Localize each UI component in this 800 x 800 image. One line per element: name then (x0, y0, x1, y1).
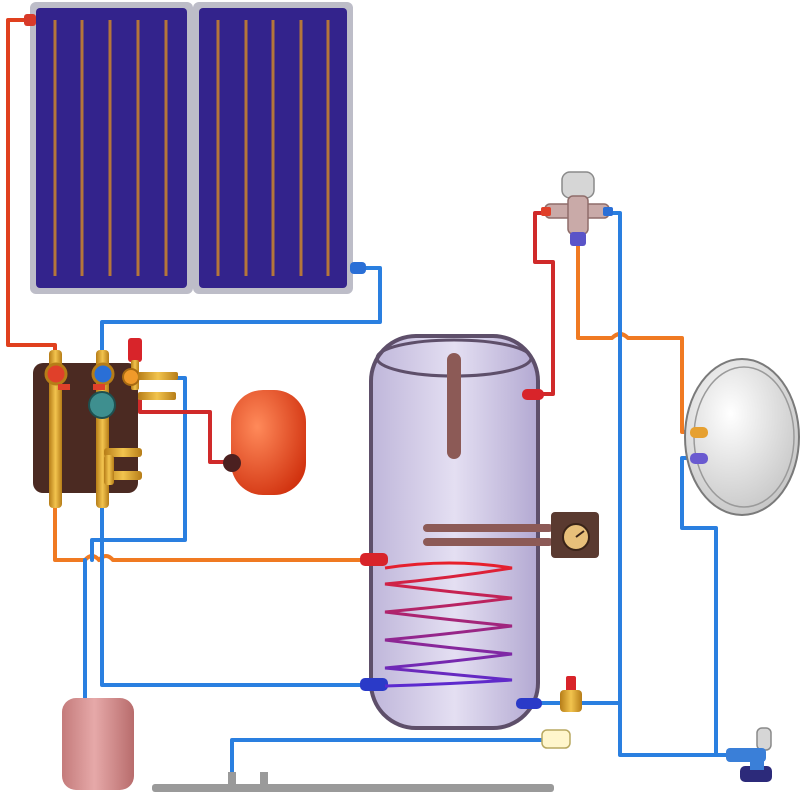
pump-station (33, 350, 142, 508)
electric-heater-element (423, 512, 599, 558)
tank-cold-inlet-fitting (516, 698, 542, 709)
tank-hot-outlet-pipe (533, 211, 555, 396)
collector-hot-fitting (24, 14, 36, 26)
collector-return-pipe (100, 266, 382, 367)
solar-collector-left (30, 2, 193, 294)
collector-cold-fitting (350, 262, 366, 274)
safety-group (541, 676, 582, 749)
boiler-cold-fitting (690, 453, 708, 464)
coil-flow-pipe (53, 498, 367, 562)
heat-exchanger-coil (384, 561, 513, 688)
solar-collector-right (193, 2, 353, 294)
coil-return-pipe (100, 498, 367, 687)
expansion-vessel (223, 390, 306, 495)
safety-drain-pipe (230, 738, 547, 787)
thermostatic-mixing-valve (541, 171, 613, 246)
cold-water-inlet-valve (726, 727, 772, 782)
hot-draw-tube (447, 353, 461, 459)
hot-thermometer-icon (44, 362, 68, 386)
expansion-line-pipe (90, 376, 187, 562)
drain-vessel (62, 698, 134, 790)
absorber-fins-left (53, 20, 168, 276)
cold-thermometer-icon (91, 362, 115, 386)
pressure-gauge-icon (122, 368, 140, 386)
wall-boiler (684, 358, 800, 516)
coil-inlet-fitting (360, 553, 388, 566)
mixed-water-pipe (576, 243, 699, 434)
circulation-pump-icon (88, 391, 116, 419)
boiler-hot-fitting (690, 427, 708, 438)
tank-hot-outlet-fitting (522, 389, 544, 400)
coil-outlet-fitting (360, 678, 388, 691)
safety-valve (122, 338, 178, 400)
drain-gutter (152, 772, 554, 792)
expansion-vessel-pipe (138, 398, 234, 464)
absorber-fins-right (216, 20, 330, 276)
